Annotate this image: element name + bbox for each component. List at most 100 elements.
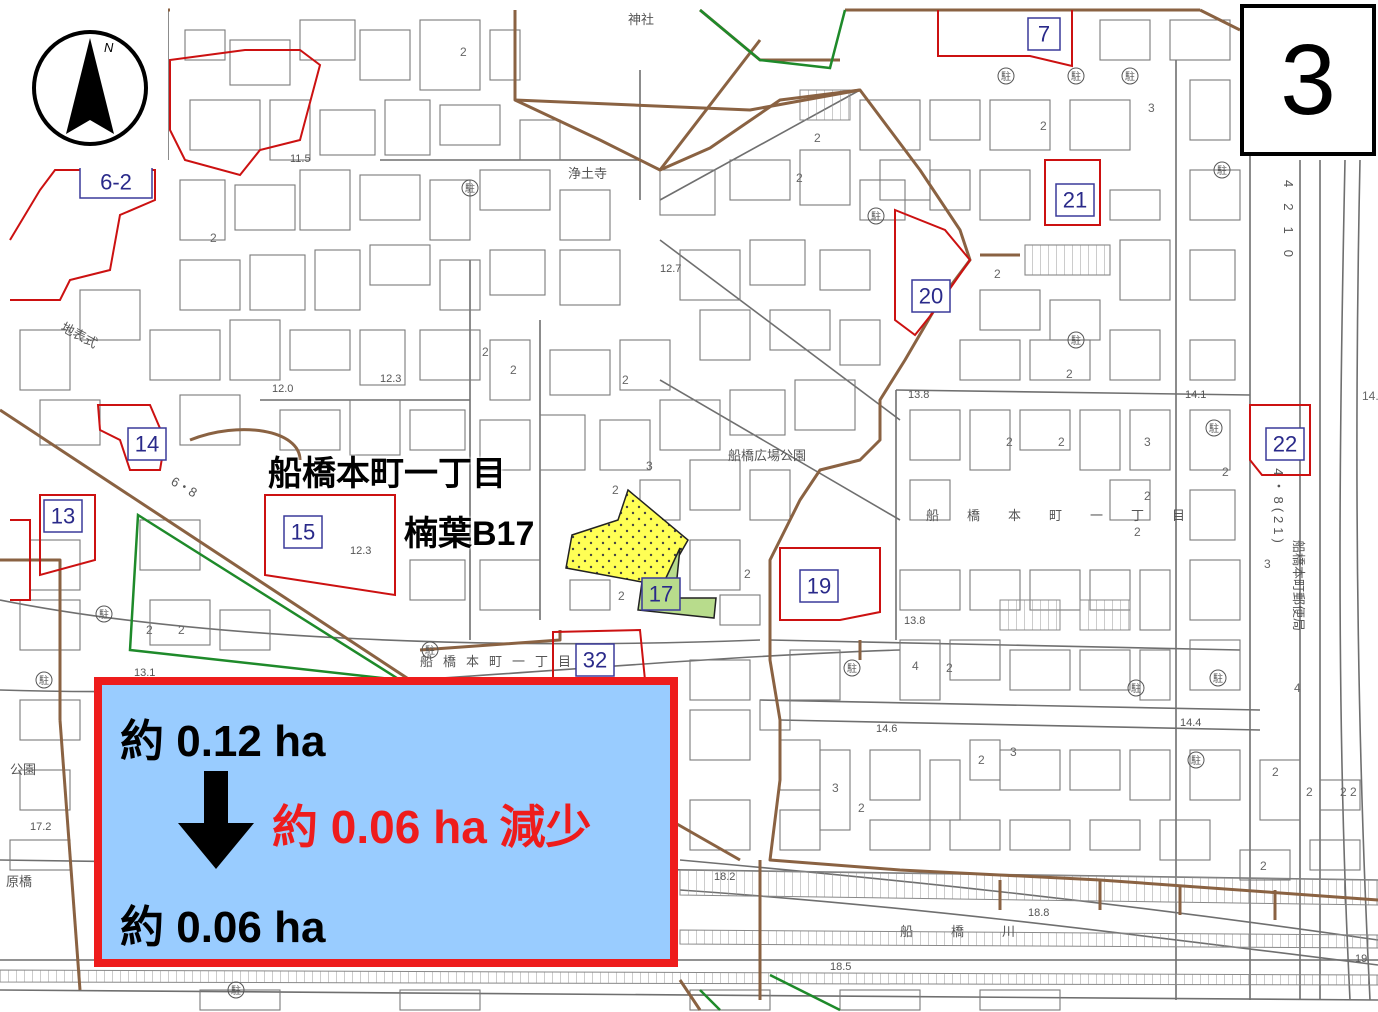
parking-icon: 駐 [421, 641, 439, 659]
chihyoshiki-label: 地表式 [59, 319, 100, 351]
svg-text:13: 13 [51, 504, 75, 529]
svg-text:2: 2 [946, 661, 953, 675]
area-change-box: 約 0.12 ha 約 0.06 ha 減少 約 0.06 ha [94, 677, 678, 967]
svg-text:2: 2 [1272, 765, 1279, 779]
zone-label-14: 14 [127, 427, 167, 461]
zone-label-19: 19 [799, 569, 839, 603]
svg-text:3: 3 [1010, 745, 1017, 759]
svg-text:2: 2 [460, 45, 467, 59]
svg-text:2: 2 [1306, 785, 1313, 799]
svg-text:駐: 駐 [1191, 754, 1201, 767]
route-label: 4210 [1281, 180, 1296, 273]
svg-text:3: 3 [646, 459, 653, 473]
site-current-area [565, 488, 689, 583]
elev-label: 12.3 [380, 373, 401, 385]
svg-text:駐: 駐 [1125, 70, 1135, 83]
svg-text:17: 17 [649, 582, 673, 607]
svg-text:6-2: 6-2 [100, 170, 132, 195]
elev-label: 12.7 [660, 263, 681, 275]
zone-label-32: 32 [575, 643, 615, 677]
arrow-down-icon [178, 771, 254, 869]
park-left-label: 公園 [10, 762, 36, 777]
parking-icon: 駐 [843, 659, 861, 677]
svg-text:2: 2 [1134, 525, 1141, 539]
elev-label: 13.8 [908, 389, 929, 401]
elev-label: 18.2 [714, 871, 735, 883]
parking-icon: 駐 [1213, 161, 1231, 179]
svg-text:駐: 駐 [1071, 334, 1081, 347]
post-office-label: 船橋本町郵便局 [1291, 540, 1306, 631]
svg-text:2: 2 [744, 567, 751, 581]
elev-label: 12.3 [350, 545, 371, 557]
svg-text:15: 15 [291, 520, 315, 545]
parking-icon: 駐 [1067, 331, 1085, 349]
green-zones [128, 9, 847, 1012]
svg-text:21: 21 [1063, 188, 1087, 213]
svg-text:19: 19 [807, 574, 831, 599]
svg-text:駐: 駐 [425, 644, 435, 657]
parking-icon: 駐 [997, 67, 1015, 85]
park-label: 船橋広場公園 [728, 448, 806, 463]
elev-label: 19 [1355, 953, 1367, 965]
svg-text:駐: 駐 [231, 984, 241, 997]
svg-text:駐: 駐 [871, 210, 881, 223]
shrine-label: 神社 [628, 12, 654, 27]
north-label: N [104, 40, 114, 55]
parking-marks: 駐 駐 駐 駐 駐 駐 駐 駐 駐 駐 駐 駐 駐 駐 駐 駐 [35, 67, 1231, 999]
svg-text:駐: 駐 [1071, 70, 1081, 83]
elev-label: 13.1 [134, 667, 155, 679]
svg-text:2: 2 [1066, 367, 1073, 381]
svg-text:2: 2 [612, 483, 619, 497]
zone-number-labels: 7 6-2 21 20 14 13 15 17 19 22 32 [43, 17, 1305, 677]
svg-text:2: 2 [1006, 435, 1013, 449]
svg-text:2: 2 [1222, 465, 1229, 479]
svg-text:2: 2 [796, 171, 803, 185]
elev-label: 18.5 [830, 961, 851, 973]
svg-text:駐: 駐 [1131, 682, 1141, 695]
parking-icon: 駐 [1127, 679, 1145, 697]
svg-text:3: 3 [1148, 101, 1155, 115]
bridge-label: 原橋 [6, 874, 32, 889]
num68-label: 6・8 [169, 474, 200, 501]
elev-label: 14.1 [1185, 389, 1206, 401]
parking-icon: 駐 [461, 179, 479, 197]
svg-text:2: 2 [510, 363, 517, 377]
parking-icon: 駐 [1187, 751, 1205, 769]
zone-label-17: 17 [641, 577, 681, 611]
svg-text:14: 14 [135, 432, 159, 457]
elev-label: 14.4 [1180, 717, 1201, 729]
svg-text:7: 7 [1038, 22, 1050, 47]
buildings [9, 19, 1361, 1011]
zone-label-21: 21 [1055, 183, 1095, 217]
project-site [565, 488, 717, 619]
map-annotations: 11.5 12.7 12.0 12.3 12.3 13.8 14.1 13.8 … [30, 45, 1378, 973]
svg-text:2: 2 [814, 131, 821, 145]
north-arrow: N [0, 0, 168, 168]
svg-text:2: 2 [178, 623, 185, 637]
svg-text:14.9: 14.9 [1362, 389, 1378, 403]
svg-text:22: 22 [1273, 432, 1297, 457]
zone-label-6-2: 6-2 [79, 165, 153, 199]
zone-label-7: 7 [1027, 17, 1061, 51]
river-label: 船橋川 [900, 924, 1053, 939]
hatched-buildings [799, 89, 1131, 631]
svg-text:駐: 駐 [465, 182, 475, 195]
svg-text:2: 2 [1058, 435, 1065, 449]
elev-label: 12.0 [272, 383, 293, 395]
svg-text:2: 2 [618, 589, 625, 603]
svg-text:2: 2 [1144, 489, 1151, 503]
zone-label-15: 15 [283, 515, 323, 549]
site-name-label: 楠葉B17 [404, 515, 535, 553]
parking-icon: 駐 [35, 671, 53, 689]
parking-icon: 駐 [1121, 67, 1139, 85]
north-arrow-icon [66, 38, 114, 134]
svg-text:2 2: 2 2 [1340, 785, 1357, 799]
sheet-number: 3 [1240, 4, 1376, 156]
parking-icon: 駐 [867, 207, 885, 225]
parking-icon: 駐 [1205, 419, 1223, 437]
svg-text:2: 2 [994, 267, 1001, 281]
elev-label: 18.8 [1028, 907, 1049, 919]
district-label: 船橋本町一丁目 [926, 508, 1213, 523]
svg-text:2: 2 [858, 801, 865, 815]
elev-label: 14.6 [876, 723, 897, 735]
